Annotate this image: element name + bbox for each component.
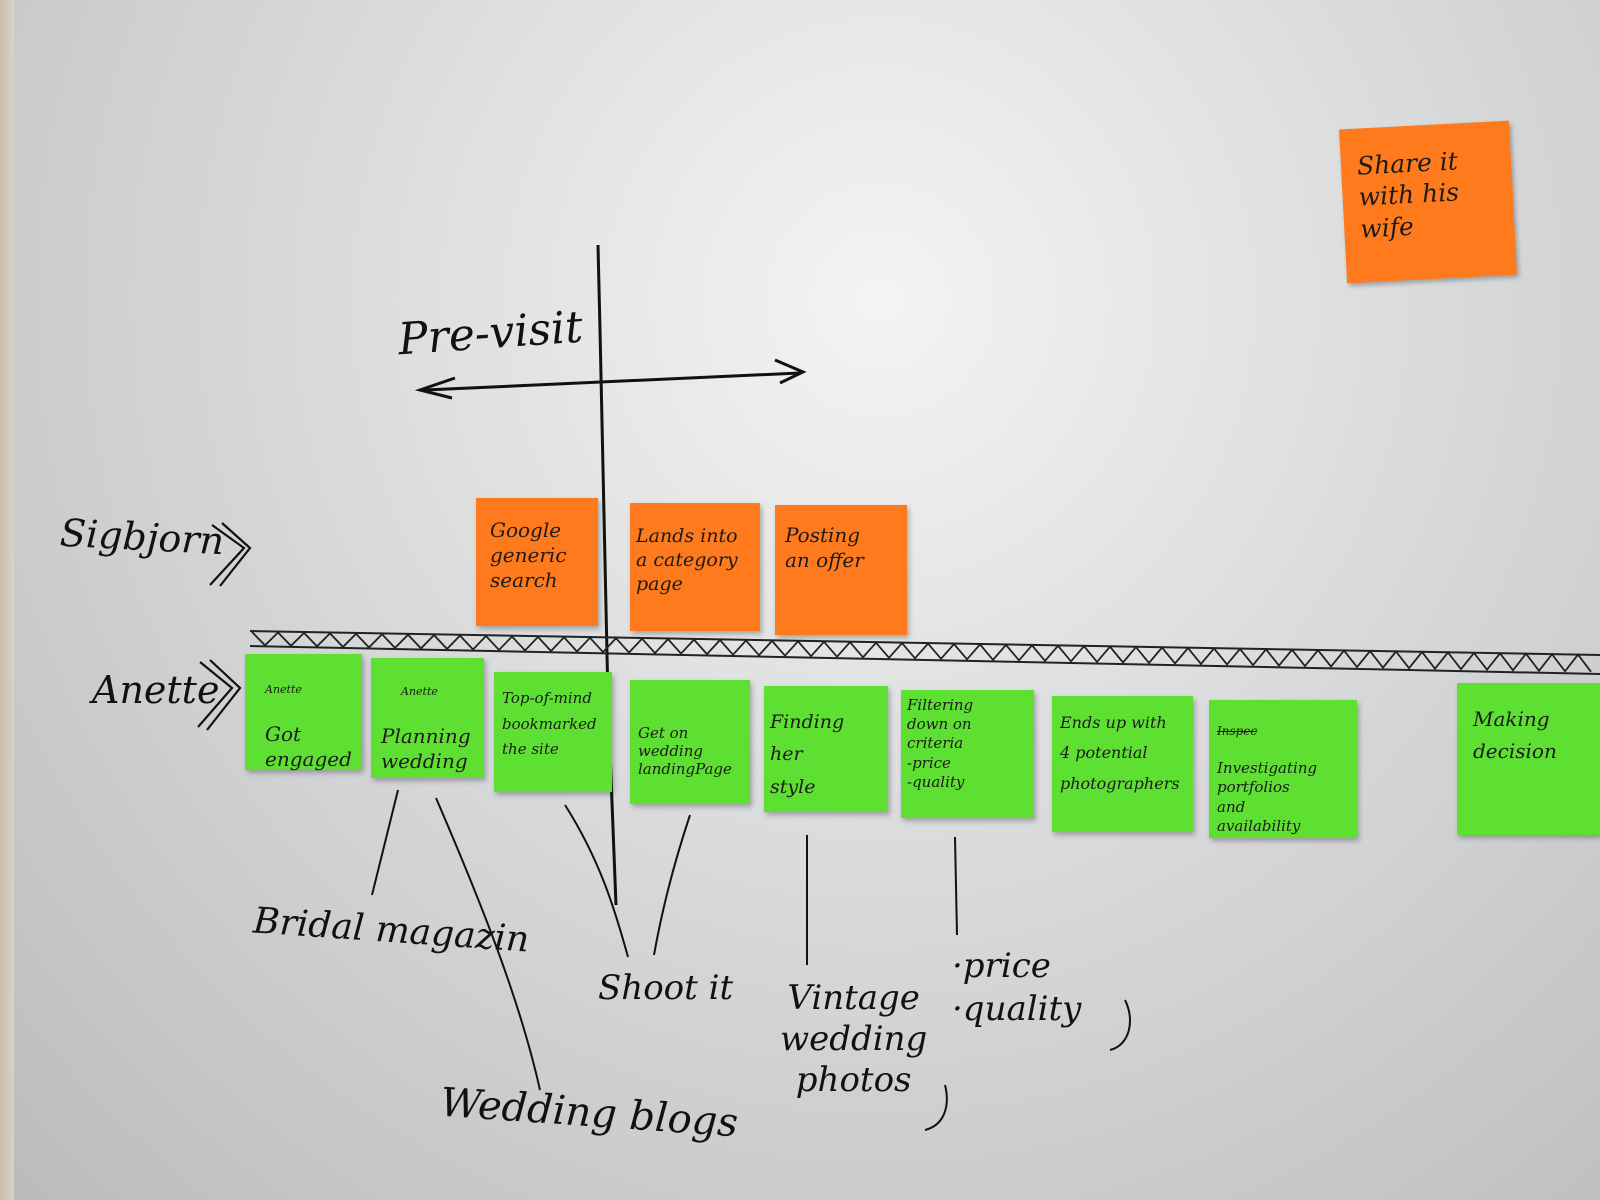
connector-blogs [435, 797, 541, 1091]
note-text: Lands into a category page [636, 525, 738, 595]
sticky-note-top-of-mind: Top-of-mind bookmarked the site [494, 672, 612, 792]
sticky-note-finding: Finding her style [764, 686, 888, 812]
anette-chevron [197, 659, 242, 731]
note-header: Anette [265, 683, 302, 696]
note-text: Top-of-mind bookmarked the site [502, 689, 597, 758]
struck-text: Inspec [1217, 723, 1258, 738]
sigbjorn-chevron [209, 522, 252, 587]
vertical-divider-line [596, 244, 618, 906]
sticky-note-investigating: Inspec Investigating portfolios and avai… [1209, 700, 1357, 838]
connector-shoot-right [653, 814, 691, 956]
note-text: Google generic search [490, 518, 567, 592]
connector-bridal [371, 789, 399, 896]
sticky-note-lands: Lands into a category page [630, 503, 760, 631]
note-header: Anette [401, 685, 438, 698]
annotation-vintage: Vintage wedding photos [780, 978, 928, 1100]
note-text: Making decision [1473, 707, 1557, 763]
sticky-note-google: Google generic search [476, 498, 598, 626]
note-text: Share it with his wife [1356, 146, 1460, 244]
note-text: Get on wedding landingPage [638, 724, 732, 778]
arrow-head-right [774, 358, 807, 385]
note-body: Planning wedding [381, 723, 471, 773]
note-text: Ends up with 4 potential photographers [1060, 713, 1180, 793]
annotation-price-quality: ·price ·quality [952, 946, 1082, 1029]
connector-price [954, 836, 958, 936]
sticky-note-posting: Posting an offer [775, 505, 907, 635]
note-body: Investigating portfolios and availabilit… [1217, 758, 1318, 836]
swimlane-zigzag [251, 631, 1592, 673]
note-text: Inspec Investigating portfolios and avai… [1217, 704, 1351, 837]
note-body: Got engaged [265, 721, 352, 771]
annotation-shoot-it: Shoot it [598, 968, 734, 1008]
brace-quality [1109, 999, 1131, 1051]
sticky-note-get-on: Get on wedding landingPage [630, 680, 750, 804]
sigbjorn-label: Sigbjorn [58, 510, 226, 564]
sticky-note-share: Share it with his wife [1339, 120, 1517, 284]
wall-edge [0, 0, 14, 1200]
brace-photos [924, 1084, 948, 1131]
note-text: Anette Planning wedding [381, 660, 478, 774]
note-text: Posting an offer [785, 523, 864, 572]
sticky-note-planning: Anette Planning wedding [371, 658, 484, 778]
sticky-note-making: Making decision [1457, 683, 1600, 835]
anette-label: Anette [92, 668, 220, 712]
note-text: Filtering down on criteria -price -quali… [907, 696, 974, 791]
double-arrow-line [424, 371, 801, 392]
sticky-note-filtering: Filtering down on criteria -price -quali… [901, 690, 1034, 818]
arrow-head-left [414, 376, 456, 400]
note-text: Finding her style [770, 711, 845, 798]
sticky-note-ends-up: Ends up with 4 potential photographers [1052, 696, 1193, 832]
note-text: Anette Got engaged [265, 658, 356, 772]
connector-shoot-left [564, 804, 629, 958]
sticky-note-got-engaged: Anette Got engaged [245, 654, 362, 772]
